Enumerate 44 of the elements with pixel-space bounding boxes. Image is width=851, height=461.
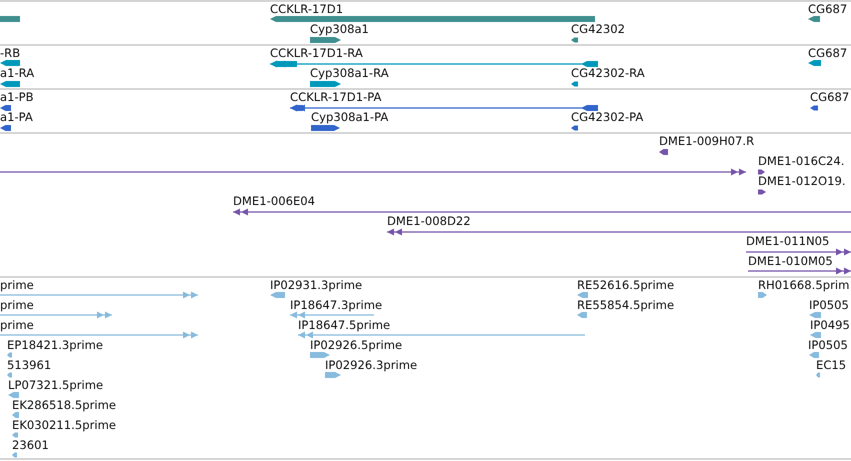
feature-label: RE52616.5prime	[577, 278, 674, 292]
feature-label: -RB	[0, 46, 20, 60]
feature-label: RH01668.5prim	[758, 278, 850, 292]
feature-label: DME1-011N05	[746, 234, 830, 248]
feature-label: IP0495	[810, 318, 850, 332]
feature-label: CG687	[810, 90, 850, 104]
feature-label: IP0505	[808, 338, 848, 352]
feature-label: DME1-012O19.	[758, 174, 846, 188]
feature-label: CG42302-RA	[571, 66, 645, 80]
feature-label: Cyp308a1-RA	[310, 66, 389, 80]
feature-label: LP07321.5prime	[8, 378, 104, 392]
feature-label: CG42302-PA	[571, 110, 644, 124]
feature-label: CG687	[808, 2, 848, 16]
feature-label: DME1-006E04	[233, 194, 316, 208]
feature-label: EK030211.5prime	[12, 418, 116, 432]
feature-label: DME1-008D22	[387, 214, 471, 228]
feature-label: DME1-009H07.R	[659, 134, 754, 148]
feature-label: a1-RA	[0, 66, 34, 80]
feature-label: IP02926.3prime	[325, 358, 418, 372]
feature-label: CCKLR-17D1-RA	[270, 46, 363, 60]
feature-label: prime	[0, 318, 34, 332]
feature-label: 23601	[12, 438, 49, 452]
feature-label: EC15	[816, 358, 846, 372]
feature-label: DME1-010M05	[748, 254, 833, 268]
feature-label: CCKLR-17D1-PA	[290, 90, 382, 104]
feature-label: IP18647.3prime	[290, 298, 382, 312]
feature-label: Cyp308a1	[310, 22, 369, 36]
feature-label: EP18421.3prime	[7, 338, 104, 352]
feature-label: prime	[0, 278, 34, 292]
feature-label: 513961	[7, 358, 52, 372]
feature-label: a1-PA	[0, 110, 33, 124]
feature-label: CG42302	[571, 22, 625, 36]
feature-label: prime	[0, 298, 34, 312]
feature-label: IP02931.3prime	[270, 278, 362, 292]
feature-label: Cyp308a1-PA	[311, 110, 388, 124]
feature-label: IP18647.5prime	[298, 318, 390, 332]
feature-label: CG687	[808, 46, 848, 60]
feature-label: CCKLR-17D1	[270, 2, 344, 16]
feature-label: IP02926.5prime	[310, 338, 402, 352]
feature-label: IP0505	[809, 298, 849, 312]
feature-label: EK286518.5prime	[12, 398, 116, 412]
feature-label: DME1-016C24.	[758, 154, 844, 168]
feature-label: a1-PB	[0, 90, 34, 104]
feature-label: RE55854.5prime	[577, 298, 674, 312]
